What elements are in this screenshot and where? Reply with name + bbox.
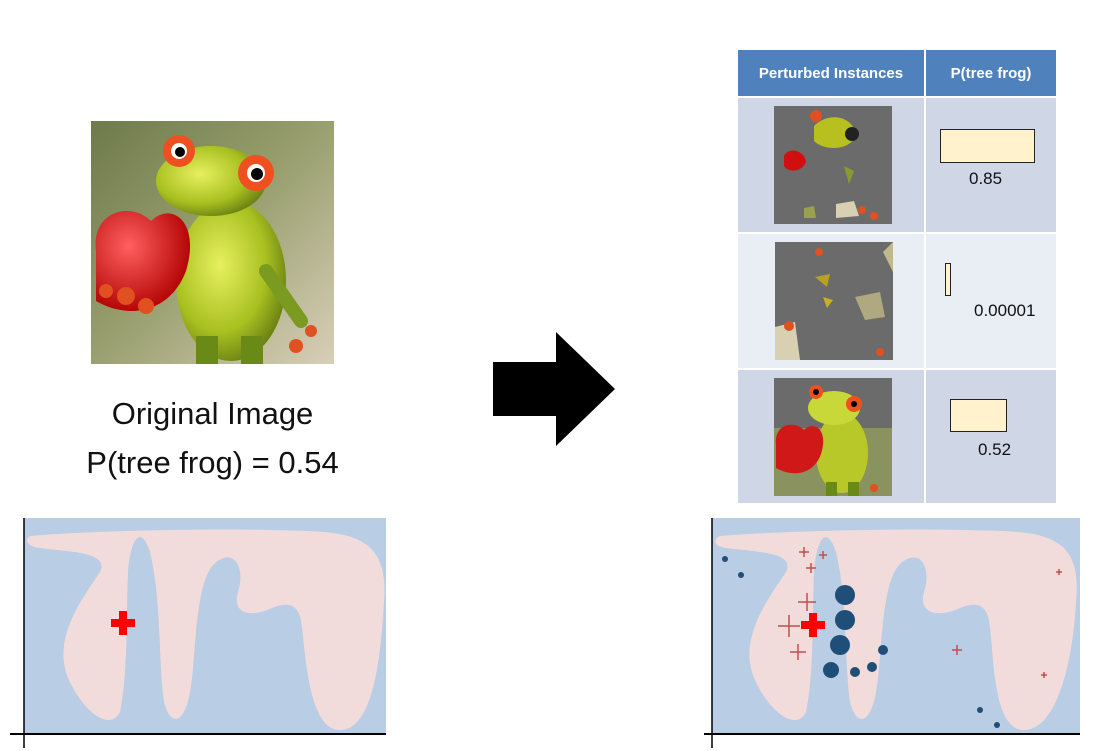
thumbnail-cell <box>738 233 926 370</box>
positive-region <box>27 529 385 730</box>
caption-title: Original Image <box>111 396 314 431</box>
decision-boundary-plot-perturbed <box>704 518 1080 748</box>
probability-cell: 0.00001 <box>925 233 1056 370</box>
positive-region <box>715 529 1077 730</box>
red-cross-icon <box>111 611 135 635</box>
right-arrow-icon <box>493 332 615 446</box>
probability-cell: 0.85 <box>925 97 1056 234</box>
red-cross-icon <box>801 613 825 637</box>
table-row: 0.52 <box>738 369 1056 503</box>
header-probability: P(tree frog) <box>925 50 1056 98</box>
perturbed-instances-table: Perturbed Instances P(tree frog) 0.85 <box>738 50 1056 503</box>
probability-value-2: 0.00001 <box>974 301 1036 320</box>
probability-value-1: 0.85 <box>969 169 1003 188</box>
probability-bar-2 <box>945 263 951 296</box>
probability-value-3: 0.52 <box>978 440 1012 459</box>
table-row: 0.00001 <box>738 233 1056 370</box>
header-perturbed-instances: Perturbed Instances <box>738 50 926 98</box>
probability-bar-3 <box>950 399 1007 432</box>
probability-cell: 0.52 <box>925 369 1056 503</box>
table-row: 0.85 <box>738 97 1056 234</box>
thumbnail-cell <box>738 97 926 234</box>
original-image <box>91 121 334 364</box>
perturbed-image-1 <box>774 106 892 224</box>
decision-boundary-plot-original <box>10 518 386 748</box>
positive-samples <box>778 547 1062 678</box>
caption-probability: P(tree frog) = 0.54 <box>86 445 339 480</box>
perturbed-image-2 <box>775 242 893 360</box>
probability-bar-1 <box>940 129 1035 163</box>
negative-samples <box>722 556 1000 728</box>
thumbnail-cell <box>738 369 926 503</box>
perturbed-image-3 <box>774 377 892 496</box>
